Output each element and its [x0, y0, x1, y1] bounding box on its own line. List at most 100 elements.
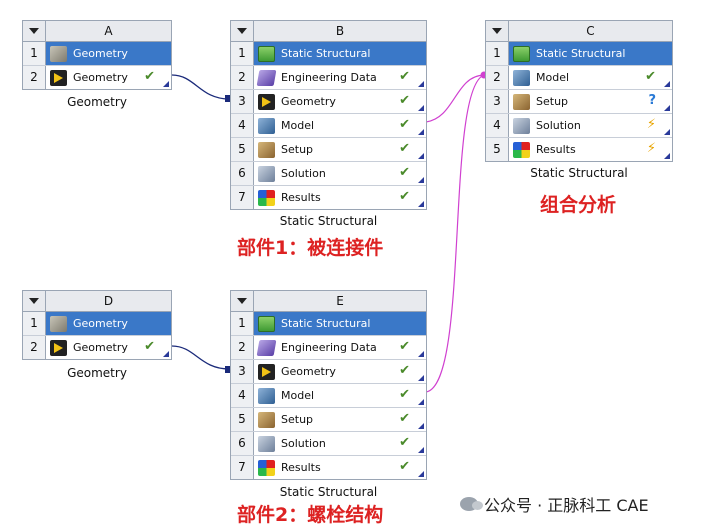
results-icon	[513, 141, 530, 158]
check-icon: ✔	[399, 141, 410, 156]
corner-triangle-icon	[664, 81, 670, 87]
geometry-gray-icon	[50, 45, 67, 62]
system-menu-arrow[interactable]	[231, 291, 254, 311]
system-letter: C	[586, 24, 595, 38]
system-menu-arrow[interactable]	[23, 291, 46, 311]
system-menu-arrow[interactable]	[231, 21, 254, 41]
check-icon: ✔	[399, 165, 410, 180]
geometry-yellow-icon	[258, 363, 275, 380]
watermark-text: 公众号 · 正脉科工 CAE	[484, 496, 649, 515]
corner-triangle-icon	[418, 351, 424, 357]
system-letter: E	[336, 294, 344, 308]
geometry-yellow-icon	[50, 339, 67, 356]
system-caption: Geometry	[67, 95, 127, 109]
engineering-data-icon	[256, 339, 277, 356]
corner-triangle-icon	[418, 81, 424, 87]
results-icon	[258, 459, 275, 476]
solution-icon	[258, 435, 275, 452]
geometry-gray-icon	[50, 315, 67, 332]
corner-triangle-icon	[418, 471, 424, 477]
solution-icon	[513, 117, 530, 134]
geometry-yellow-icon	[258, 93, 275, 110]
system-letter: B	[335, 24, 345, 38]
corner-triangle-icon	[418, 153, 424, 159]
check-icon: ✔	[399, 339, 410, 354]
link-end-b3	[225, 95, 232, 102]
check-icon: ✔	[144, 69, 155, 84]
wechat-icon	[460, 497, 483, 511]
watermark: 公众号 · 正脉科工 CAE	[460, 492, 649, 516]
link-d2-e3	[171, 345, 230, 370]
corner-triangle-icon	[418, 129, 424, 135]
check-icon: ✔	[399, 387, 410, 402]
annotation-combined: 组合分析	[540, 194, 617, 216]
setup-icon	[258, 141, 275, 158]
check-icon: ✔	[399, 93, 410, 108]
link-e4-c2	[425, 74, 485, 393]
static-structural-icon	[258, 315, 275, 332]
check-icon: ✔	[399, 435, 410, 450]
check-icon: ✔	[399, 459, 410, 474]
setup-icon	[258, 411, 275, 428]
link-a2-b3	[171, 74, 230, 100]
system-letter: A	[104, 24, 113, 38]
check-icon: ✔	[399, 69, 410, 84]
annotation-part1: 部件1：被连接件	[237, 237, 384, 259]
question-icon: ?	[648, 93, 656, 108]
corner-triangle-icon	[418, 399, 424, 405]
corner-triangle-icon	[418, 177, 424, 183]
lightning-icon: ⚡	[646, 117, 656, 132]
system-caption: Static Structural	[279, 214, 378, 228]
geometry-yellow-icon	[50, 69, 67, 86]
check-icon: ✔	[645, 69, 656, 84]
system-caption: Geometry	[67, 366, 127, 380]
model-icon	[258, 387, 275, 404]
system-caption: Static Structural	[530, 166, 628, 180]
solution-icon	[258, 165, 275, 182]
corner-triangle-icon	[163, 351, 169, 357]
check-icon: ✔	[144, 339, 155, 354]
static-structural-icon	[258, 45, 275, 62]
static-structural-icon	[513, 45, 530, 62]
check-icon: ✔	[399, 189, 410, 204]
check-icon: ✔	[399, 363, 410, 378]
system-menu-arrow[interactable]	[23, 21, 46, 41]
corner-triangle-icon	[664, 105, 670, 111]
check-icon: ✔	[399, 117, 410, 132]
corner-triangle-icon	[664, 153, 670, 159]
system-menu-arrow[interactable]	[486, 21, 509, 41]
corner-triangle-icon	[163, 81, 169, 87]
setup-icon	[513, 93, 530, 110]
engineering-data-icon	[256, 69, 277, 86]
model-icon	[258, 117, 275, 134]
results-icon	[258, 189, 275, 206]
